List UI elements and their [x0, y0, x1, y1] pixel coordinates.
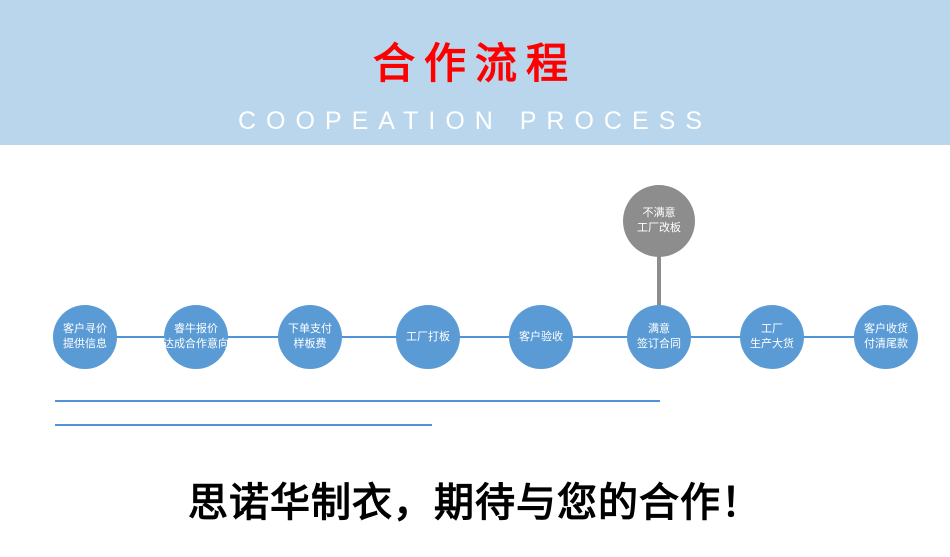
step-label-line1: 工厂打板: [406, 330, 450, 343]
step-label-line2: 生产大货: [750, 338, 794, 350]
step-label-line1: 工厂: [761, 323, 783, 335]
flow-step-factory-sample: 工厂打板: [396, 305, 460, 369]
flow-step-receive-pay-balance: 客户收货 付清尾款: [854, 305, 918, 369]
step-label-line2: 达成合作意向: [163, 338, 229, 350]
flow-step-customer-acceptance: 客户验收: [509, 305, 573, 369]
flow-step-bulk-production: 工厂 生产大货: [740, 305, 804, 369]
step-label-line1: 下单支付: [288, 323, 332, 335]
branch-connector-line: [657, 251, 661, 309]
header-banner: 合作流程 COOPEATION PROCESS: [0, 0, 950, 145]
step-label-line1: 客户收货: [864, 323, 908, 335]
page-title: 合作流程: [372, 40, 577, 87]
flow-step-sign-contract: 满意 签订合同: [627, 305, 691, 369]
step-label-line2: 签订合同: [637, 338, 681, 350]
step-label-line2: 提供信息: [63, 338, 107, 350]
flow-connector-line: [85, 336, 886, 338]
step-label-line1: 客户验收: [519, 330, 563, 343]
branch-node-label-line1: 不满意: [642, 207, 676, 219]
step-label-line2: 样板费: [293, 338, 327, 350]
step-label-line2: 付清尾款: [864, 338, 908, 350]
flow-step-customer-inquiry: 客户寻价 提供信息: [53, 305, 117, 369]
slogan: 思诺华制衣，期待与您的合作！: [188, 481, 762, 525]
step-label-line1: 客户寻价: [63, 323, 107, 335]
page-subtitle: COOPEATION PROCESS: [237, 107, 713, 135]
step-label-line1: 睿牛报价: [174, 323, 218, 335]
branch-node-dissatisfied: 不满意 工厂改板: [623, 185, 695, 257]
flow-diagram: 不满意 工厂改板 客户寻价 提供信息 睿牛报价 达成合作意向 下单支付 样板费 …: [0, 145, 950, 557]
flow-step-quote-intention: 睿牛报价 达成合作意向: [163, 305, 229, 369]
divider-line-long: [55, 400, 660, 402]
flow-step-order-sample-fee: 下单支付 样板费: [278, 305, 342, 369]
step-label-line1: 满意: [648, 323, 670, 335]
divider-line-short: [55, 424, 432, 426]
branch-node-label-line2: 工厂改板: [637, 222, 681, 234]
